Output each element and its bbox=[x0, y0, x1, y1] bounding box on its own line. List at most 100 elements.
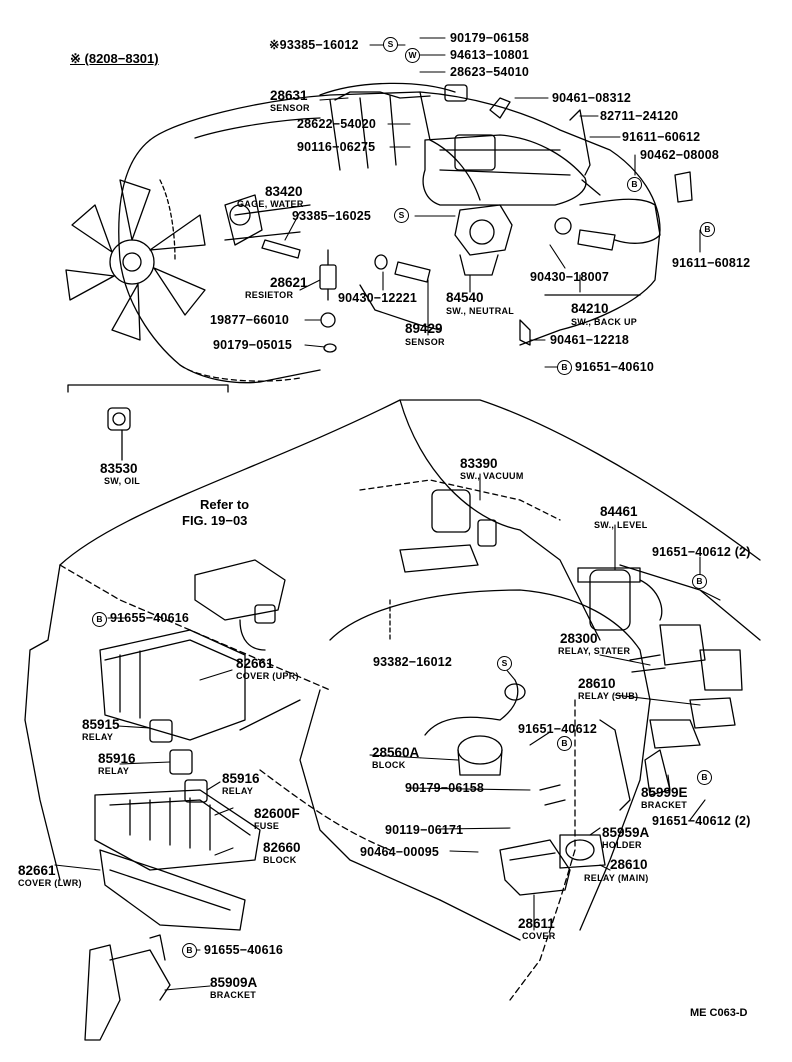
label-90430-12221: 90430−12221 bbox=[338, 291, 418, 305]
marker-b-8: B bbox=[182, 943, 197, 958]
label-90430-18007: 90430−18007 bbox=[530, 270, 610, 284]
label-85915: 85915 bbox=[82, 717, 120, 732]
label-82661-upr: 82661 bbox=[236, 656, 274, 671]
refer-line-2: FIG. 19−03 bbox=[182, 513, 248, 528]
marker-b-2: B bbox=[700, 222, 715, 237]
label-85916a: 85916 bbox=[98, 751, 136, 766]
label-28621: 28621 bbox=[270, 275, 308, 290]
marker-b-1: B bbox=[627, 177, 642, 192]
label-90116-06275: 90116−06275 bbox=[297, 140, 376, 154]
relay-refer-fig bbox=[194, 559, 286, 651]
oil-switch-83530 bbox=[67, 384, 229, 461]
name-resistor: RESIETOR bbox=[245, 290, 294, 300]
label-28631: 28631 bbox=[270, 88, 308, 103]
level-switch-84461 bbox=[577, 567, 663, 631]
resistor-28621 bbox=[319, 249, 337, 353]
sub-relay-28610 bbox=[644, 697, 736, 796]
cover-28611 bbox=[499, 839, 571, 896]
name-fuse: FUSE bbox=[254, 821, 280, 831]
label-90179-06158a: 90179−06158 bbox=[450, 31, 530, 45]
name-block-2: BLOCK bbox=[263, 855, 297, 865]
name-sensor-2: SENSOR bbox=[405, 337, 445, 347]
label-90119-06171: 90119−06171 bbox=[385, 823, 464, 837]
marker-s-3: S bbox=[497, 656, 512, 671]
cooling-fan bbox=[65, 179, 206, 341]
label-85959a: 85959A bbox=[602, 825, 650, 840]
label-84210: 84210 bbox=[571, 301, 609, 316]
starter-relay-28300 bbox=[629, 624, 743, 691]
name-cover-upr: COVER (UPR) bbox=[236, 671, 299, 681]
label-91655-40616b: 91655−40616 bbox=[204, 943, 284, 957]
name-sw-back-up: SW., BACK UP bbox=[571, 317, 638, 327]
label-93385-16012: ※93385−16012 bbox=[269, 38, 359, 52]
bracket-85909a bbox=[84, 934, 171, 1041]
water-gage-83420 bbox=[224, 194, 301, 259]
marker-b-6: B bbox=[557, 736, 572, 751]
name-cover-lwr: COVER (LWR) bbox=[18, 878, 82, 888]
name-block-1: BLOCK bbox=[372, 760, 406, 770]
name-relay-sub: RELAY (SUB) bbox=[578, 691, 639, 701]
main-relay-28610 bbox=[539, 719, 631, 869]
name-sw-vacuum: SW., VACUUM bbox=[460, 471, 524, 481]
label-89429: 89429 bbox=[405, 321, 443, 336]
name-sensor-1: SENSOR bbox=[270, 103, 310, 113]
label-85909a: 85909A bbox=[210, 975, 258, 990]
marker-b-7: B bbox=[697, 770, 712, 785]
label-93385-16025: 93385−16025 bbox=[292, 209, 372, 223]
marker-w: W bbox=[405, 48, 420, 63]
label-28623-54010: 28623−54010 bbox=[450, 65, 530, 79]
top-harness bbox=[319, 82, 693, 251]
header-title: ※ (8208−8301) bbox=[70, 51, 159, 66]
name-bracket-2: BRACKET bbox=[210, 990, 257, 1000]
label-90179-05015: 90179−05015 bbox=[213, 338, 293, 352]
label-85916b: 85916 bbox=[222, 771, 260, 786]
label-84461: 84461 bbox=[600, 504, 638, 519]
label-90464-00095: 90464−00095 bbox=[360, 845, 440, 859]
label-82661-lwr: 82661 bbox=[18, 863, 56, 878]
back-up-switch-84210 bbox=[519, 294, 641, 346]
label-28560a: 28560A bbox=[372, 745, 420, 760]
name-sw-level: SW., LEVEL bbox=[594, 520, 648, 530]
label-90461-08312: 90461−08312 bbox=[552, 91, 632, 105]
label-91651-40610: 91651−40610 bbox=[575, 360, 655, 374]
neutral-switch-84540 bbox=[454, 204, 513, 276]
label-91611-60612: 91611−60612 bbox=[622, 130, 701, 144]
name-relay-2: RELAY bbox=[98, 766, 130, 776]
label-84540: 84540 bbox=[446, 290, 484, 305]
label-82600f: 82600F bbox=[254, 806, 300, 821]
label-28611: 28611 bbox=[518, 916, 555, 931]
name-sw-oil: SW, OIL bbox=[104, 476, 141, 486]
label-85999e: 85999E bbox=[641, 785, 688, 800]
label-90461-12218: 90461−12218 bbox=[550, 333, 630, 347]
refer-line-1: Refer to bbox=[200, 497, 250, 512]
vehicle-body bbox=[24, 399, 761, 1001]
label-83390: 83390 bbox=[460, 456, 498, 471]
sensor-89429 bbox=[359, 254, 441, 331]
name-relay-3: RELAY bbox=[222, 786, 254, 796]
label-28622-54020: 28622−54020 bbox=[297, 117, 377, 131]
name-gage-water: GAGE, WATER bbox=[237, 199, 304, 209]
label-91655-40616a: 91655−40616 bbox=[110, 611, 190, 625]
name-relay-main: RELAY (MAIN) bbox=[584, 873, 649, 883]
label-28610-main: 28610 bbox=[610, 857, 648, 872]
marker-s-2: S bbox=[394, 208, 409, 223]
label-93382-16012: 93382−16012 bbox=[373, 655, 453, 669]
marker-b-3: B bbox=[557, 360, 572, 375]
drawing-code: ME C063-D bbox=[690, 1007, 748, 1019]
relay-box-cover-lower bbox=[99, 849, 246, 931]
vacuum-switch-83390 bbox=[399, 489, 497, 573]
name-bracket-1: BRACKET bbox=[641, 800, 688, 810]
marker-b-5: B bbox=[92, 612, 107, 627]
label-83530: 83530 bbox=[100, 461, 138, 476]
label-94613-10801: 94613−10801 bbox=[450, 48, 530, 62]
label-28610-sub: 28610 bbox=[578, 676, 616, 691]
name-holder: HOLDER bbox=[602, 840, 642, 850]
marker-b-4: B bbox=[692, 574, 707, 589]
name-sw-neutral: SW., NEUTRAL bbox=[446, 306, 515, 316]
label-91611-60812: 91611−60812 bbox=[672, 256, 751, 270]
junction-block-82660 bbox=[94, 789, 261, 871]
label-28300: 28300 bbox=[560, 631, 598, 646]
name-relay-stater: RELAY, STATER bbox=[558, 646, 631, 656]
